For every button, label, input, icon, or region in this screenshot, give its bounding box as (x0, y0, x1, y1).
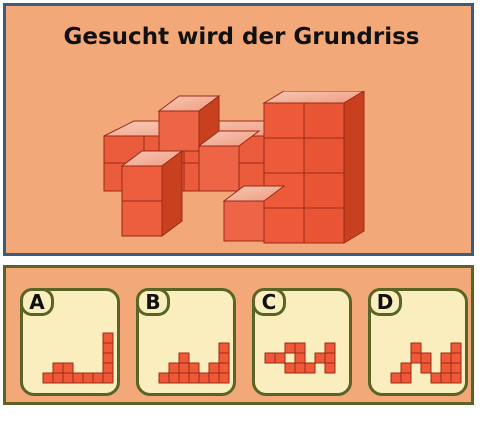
option-d-label: D (368, 288, 402, 316)
floorplan-cell (102, 372, 114, 384)
floorplan-cell (218, 362, 230, 374)
floorplan-cell (304, 362, 316, 374)
floorplan-cell (52, 372, 64, 384)
floorplan-cell (324, 342, 336, 354)
option-d-floorplan (390, 342, 462, 384)
floorplan-cell (52, 362, 64, 374)
floorplan-cell (400, 372, 412, 384)
floorplan-cell (82, 372, 94, 384)
floorplan-cell (294, 362, 306, 374)
floorplan-cell (168, 372, 180, 384)
option-b-card[interactable]: B (136, 288, 236, 396)
option-c-label: C (252, 288, 286, 316)
floorplan-cell (42, 372, 54, 384)
floorplan-cell (450, 352, 462, 364)
floorplan-cell (178, 362, 190, 374)
floorplan-cell (178, 372, 190, 384)
floorplan-cell (324, 362, 336, 374)
floorplan-cell (188, 372, 200, 384)
cube-group-front-right (222, 185, 286, 242)
floorplan-cell (284, 342, 296, 354)
floorplan-cell (218, 352, 230, 364)
floorplan-cell (294, 352, 306, 364)
floorplan-cell (284, 362, 296, 374)
task-title: Gesucht wird der Grundriss (63, 24, 420, 50)
answer-panel: A B C D (3, 265, 474, 405)
cube-structure-figure (103, 91, 365, 244)
floorplan-cell (450, 362, 462, 374)
floorplan-cell (218, 372, 230, 384)
floorplan-cell (314, 352, 326, 364)
floorplan-cell (188, 362, 200, 374)
floorplan-cell (430, 372, 442, 384)
floorplan-cell (450, 372, 462, 384)
floorplan-cell (274, 352, 286, 364)
floorplan-cell (168, 362, 180, 374)
floorplan-cell (208, 362, 220, 374)
task-panel: Gesucht wird der Grundriss (3, 3, 474, 256)
cube-group-front-left (120, 150, 184, 237)
option-a-card[interactable]: A (20, 288, 120, 396)
floorplan-cell (400, 362, 412, 374)
floorplan-cell (410, 342, 422, 354)
floorplan-cell (324, 352, 336, 364)
floorplan-cell (92, 372, 104, 384)
floorplan-cell (178, 352, 190, 364)
floorplan-cell (102, 352, 114, 364)
cube-group-middle (197, 130, 261, 192)
floorplan-cell (440, 362, 452, 374)
floorplan-cell (264, 352, 276, 364)
floorplan-cell (420, 362, 432, 374)
cube-group-left-tower (157, 95, 221, 152)
floorplan-cell (390, 372, 402, 384)
option-a-label: A (20, 288, 54, 316)
floorplan-cell (102, 342, 114, 354)
floorplan-cell (72, 372, 84, 384)
floorplan-cell (410, 352, 422, 364)
floorplan-cell (450, 342, 462, 354)
option-a-floorplan (42, 332, 114, 384)
option-b-label: B (136, 288, 170, 316)
floorplan-cell (158, 372, 170, 384)
floorplan-cell (208, 372, 220, 384)
floorplan-cell (62, 372, 74, 384)
floorplan-cell (440, 372, 452, 384)
floorplan-cell (102, 332, 114, 344)
option-c-floorplan (264, 342, 336, 374)
floorplan-cell (102, 362, 114, 374)
floorplan-cell (198, 372, 210, 384)
floorplan-cell (218, 342, 230, 354)
floorplan-cell (294, 342, 306, 354)
floorplan-cell (440, 352, 452, 364)
floorplan-cell (62, 362, 74, 374)
option-c-card[interactable]: C (252, 288, 352, 396)
cube-group-right-tower (262, 91, 365, 244)
option-d-card[interactable]: D (368, 288, 468, 396)
floorplan-cell (420, 352, 432, 364)
option-b-floorplan (158, 342, 230, 384)
